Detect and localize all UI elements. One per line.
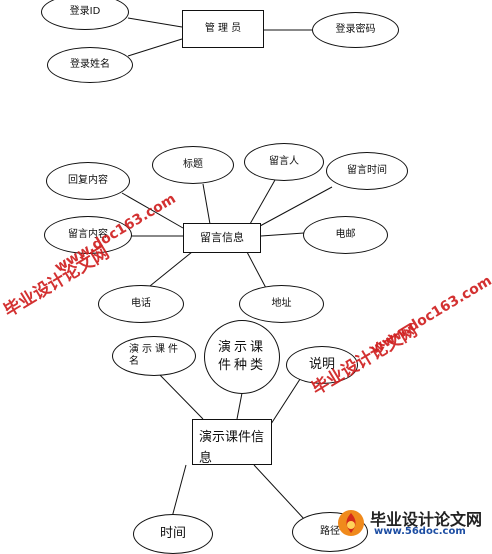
attr-title: 标题: [152, 146, 234, 184]
line-msg-author: [249, 179, 276, 225]
attr-post-time-label: 留言时间: [347, 165, 387, 176]
attr-cw-time-label: 时间: [159, 526, 186, 542]
attr-email: 电邮: [303, 216, 388, 254]
entity-courseware: 演示课件信息: [192, 419, 272, 466]
attr-post-time: 留言时间: [326, 152, 408, 190]
entity-message: 留言信息: [183, 223, 261, 253]
attr-phone-label: 电话: [131, 298, 151, 309]
line-msg-title: [202, 183, 211, 225]
attr-login-id-label: 登录ID: [69, 6, 101, 17]
line-admin-id: [127, 17, 183, 28]
attr-cw-type-label: 演示课件种类: [217, 340, 266, 373]
line-cw-desc: [270, 375, 303, 425]
entity-admin: 管 理 员: [182, 10, 264, 48]
entity-courseware-label: 演示课件信息: [199, 430, 265, 466]
line-msg-phone: [144, 251, 193, 291]
attr-cw-type: 演示课件种类: [204, 320, 280, 394]
attr-login-password: 登录密码: [312, 12, 399, 48]
attr-cw-name-label: 演示课件名: [129, 344, 181, 367]
attr-author-label: 留言人: [269, 156, 299, 167]
fire-icon: [338, 510, 364, 536]
attr-content-label: 留言内容: [68, 229, 108, 240]
attr-reply-label: 回复内容: [68, 175, 108, 186]
attr-phone: 电话: [98, 285, 184, 323]
attr-login-password-label: 登录密码: [335, 24, 376, 35]
attr-cw-path-label: 路径: [320, 526, 340, 537]
line-msg-reply: [121, 192, 184, 229]
entity-message-label: 留言信息: [200, 231, 244, 245]
line-cw-time: [170, 464, 187, 522]
attr-title-label: 标题: [183, 159, 203, 170]
attr-cw-desc: 说明: [286, 346, 358, 384]
line-cw-type: [236, 392, 243, 420]
attr-address-label: 地址: [271, 298, 292, 309]
attr-content: 留言内容: [44, 216, 132, 254]
attr-login-name-label: 登录姓名: [70, 59, 110, 70]
entity-admin-label: 管 理 员: [204, 23, 242, 34]
line-msg-addr: [246, 251, 267, 289]
attr-cw-desc-label: 说明: [308, 357, 335, 373]
attr-login-name: 登录姓名: [47, 47, 133, 83]
attr-address: 地址: [239, 285, 324, 323]
attr-email-label: 电邮: [335, 229, 356, 240]
watermark-logo-text: 毕业设计论文网: [370, 510, 483, 529]
attr-author: 留言人: [244, 143, 324, 181]
line-msg-email: [260, 232, 305, 237]
line-cw-name: [157, 372, 204, 420]
line-msg-time: [259, 186, 333, 227]
line-cw-path: [253, 464, 306, 521]
attr-login-id: 登录ID: [41, 0, 129, 30]
attr-cw-time: 时间: [133, 514, 213, 554]
watermark-logo-url: www.56doc.com: [374, 526, 466, 537]
line-admin-name: [127, 38, 183, 57]
attr-reply: 回复内容: [46, 162, 130, 200]
er-diagram-lines: [121, 17, 333, 522]
watermark-logo: 毕业设计论文网 www.56doc.com: [330, 504, 492, 540]
attr-cw-name: 演示课件名: [112, 336, 196, 376]
